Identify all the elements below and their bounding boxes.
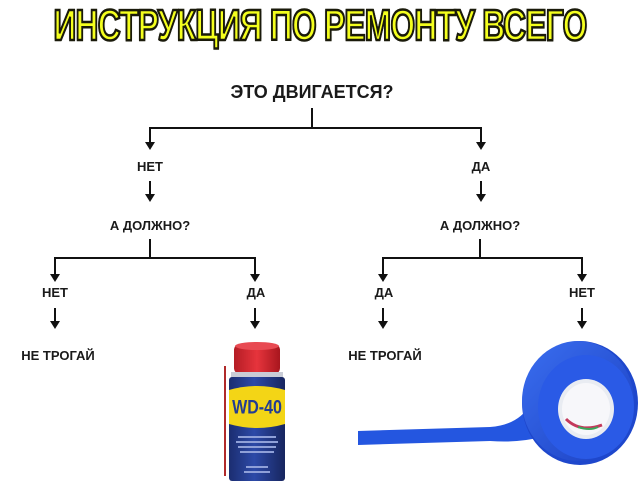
answer-yes: ДА [374, 285, 394, 300]
connector-line [54, 308, 56, 322]
connector-line [382, 308, 384, 322]
connector-line [581, 308, 583, 322]
answer-no: НЕТ [42, 285, 68, 300]
connector-line [479, 239, 481, 258]
title-banner: ИНСТРУКЦИЯ ПО РЕМОНТУ ВСЕГО [0, 0, 640, 52]
arrow-down-icon [145, 142, 155, 150]
answer-yes: ДА [471, 159, 491, 174]
page-title: ИНСТРУКЦИЯ ПО РЕМОНТУ ВСЕГО [53, 0, 589, 51]
connector-line [254, 257, 256, 275]
arrow-down-icon [476, 142, 486, 150]
arrow-down-icon [250, 274, 260, 282]
answer-no: НЕТ [569, 285, 595, 300]
connector-line [254, 308, 256, 322]
answer-yes: ДА [246, 285, 266, 300]
result-dont-touch: НЕ ТРОГАЙ [21, 348, 95, 363]
connector-line [581, 257, 583, 275]
connector-line [149, 127, 482, 129]
connector-line [149, 239, 151, 258]
connector-line [149, 181, 151, 195]
answer-no: НЕТ [137, 159, 163, 174]
connector-line [54, 257, 56, 275]
duct-tape-icon [340, 335, 640, 475]
sub-question-right: А ДОЛЖНО? [439, 218, 521, 233]
arrow-down-icon [378, 321, 388, 329]
arrow-down-icon [577, 274, 587, 282]
connector-line [311, 108, 313, 128]
connector-line [480, 127, 482, 143]
arrow-down-icon [50, 321, 60, 329]
wd40-can-icon: WD-40 [218, 338, 290, 488]
arrow-down-icon [378, 274, 388, 282]
svg-text:WD-40: WD-40 [232, 396, 282, 418]
arrow-down-icon [145, 194, 155, 202]
root-question: ЭТО ДВИГАЕТСЯ? [230, 82, 394, 102]
connector-line [54, 257, 256, 259]
arrow-down-icon [250, 321, 260, 329]
connector-line [382, 257, 384, 275]
arrow-down-icon [577, 321, 587, 329]
result-dont-touch: НЕ ТРОГАЙ [348, 348, 422, 363]
connector-line [149, 127, 151, 143]
connector-line [480, 181, 482, 195]
arrow-down-icon [476, 194, 486, 202]
sub-question-left: А ДОЛЖНО? [109, 218, 191, 233]
arrow-down-icon [50, 274, 60, 282]
connector-line [382, 257, 583, 259]
